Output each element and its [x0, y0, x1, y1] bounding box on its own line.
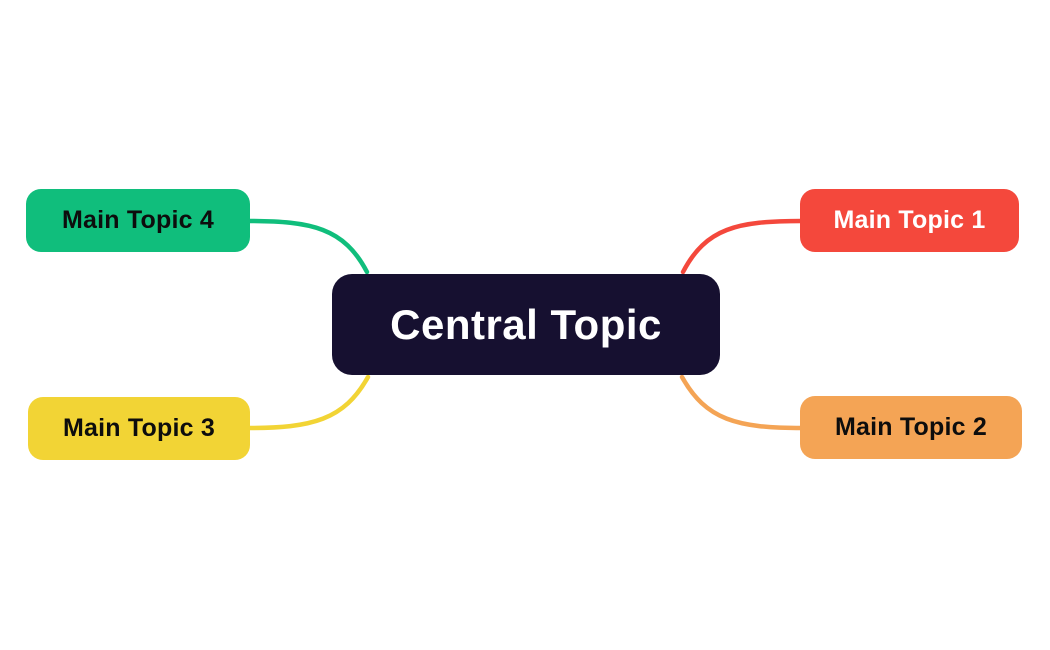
main-topic-2-label: Main Topic 2: [835, 413, 987, 441]
connector-central-to-topic1: [680, 218, 805, 275]
main-topic-4-node[interactable]: Main Topic 4: [26, 189, 250, 252]
main-topic-3-node[interactable]: Main Topic 3: [28, 397, 250, 460]
central-topic-label: Central Topic: [390, 300, 662, 348]
connector-central-to-topic3: [245, 374, 371, 431]
main-topic-1-node[interactable]: Main Topic 1: [800, 189, 1019, 252]
central-topic-node[interactable]: Central Topic: [332, 274, 720, 375]
connector-central-to-topic2: [679, 374, 805, 431]
main-topic-2-node[interactable]: Main Topic 2: [800, 396, 1022, 459]
main-topic-3-label: Main Topic 3: [63, 414, 215, 442]
main-topic-4-label: Main Topic 4: [62, 206, 214, 234]
main-topic-1-label: Main Topic 1: [833, 206, 986, 234]
connector-central-to-topic4: [245, 218, 370, 275]
